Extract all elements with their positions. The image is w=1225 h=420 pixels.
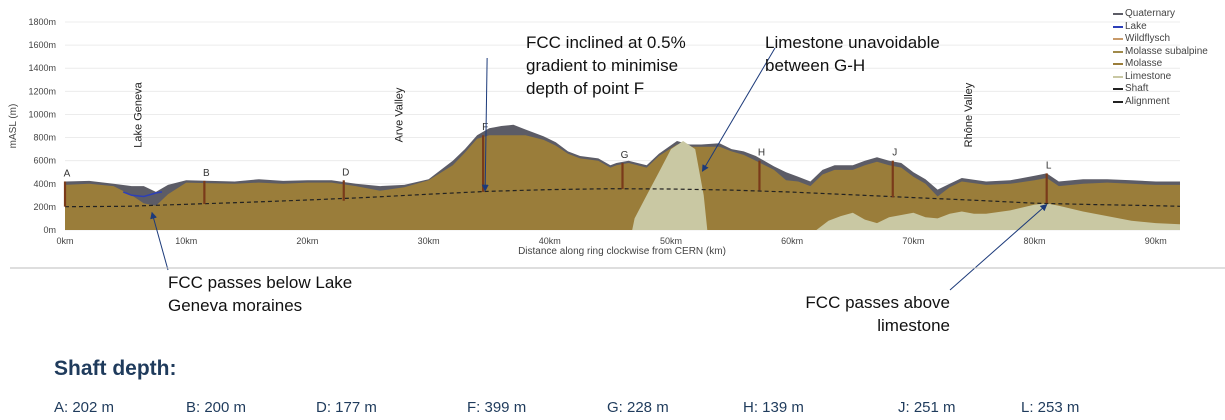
y-axis-label: mASL (m) <box>8 104 19 149</box>
x-tick-label: 70km <box>902 236 924 246</box>
y-tick-label: 200m <box>33 202 56 212</box>
shaft-depth-d: D: 177 m <box>316 399 377 416</box>
legend-item: Alignment <box>1113 96 1208 109</box>
legend-item: Molasse <box>1113 58 1208 71</box>
shaft-label-j: J <box>892 148 897 159</box>
annotation-fcc-inclined: FCC inclined at 0.5% gradient to minimis… <box>526 33 686 98</box>
legend-label: Wildflysch <box>1125 33 1171 44</box>
legend-swatch <box>1113 50 1123 53</box>
limestone-g-h <box>632 141 708 230</box>
legend-item: Wildflysch <box>1113 33 1208 46</box>
limestone-east <box>816 203 1180 230</box>
y-tick-label: 800m <box>33 133 56 143</box>
shaft-label-a: A <box>64 168 71 179</box>
legend-swatch <box>1113 100 1123 103</box>
x-tick-label: 50km <box>660 236 682 246</box>
legend-label: Molasse subalpine <box>1125 45 1208 57</box>
legend-swatch <box>1113 13 1123 15</box>
x-tick-label: 90km <box>1145 236 1167 246</box>
x-axis-label: Distance along ring clockwise from CERN … <box>518 246 726 257</box>
lake-surface <box>122 191 163 198</box>
legend-swatch <box>1113 38 1123 40</box>
legend-label: Molasse <box>1125 58 1163 69</box>
y-tick-label: 600m <box>33 156 56 166</box>
shaft-depth-j: J: 251 m <box>898 399 956 416</box>
legend-label: Quaternary <box>1125 8 1176 19</box>
legend-item: Limestone <box>1113 71 1208 84</box>
alignment-layer <box>64 188 1181 208</box>
x-tick-label: 60km <box>781 236 803 246</box>
valley-label: Arve Valley <box>393 87 405 142</box>
legend-label: Alignment <box>1125 95 1170 107</box>
legend-swatch <box>1113 75 1123 78</box>
annotation-above-limestone: FCC passes above limestone <box>805 293 950 335</box>
shaft-depth-f: F: 399 m <box>467 399 527 416</box>
annotation-arrow <box>481 57 489 192</box>
legend-label: Limestone <box>1125 70 1172 82</box>
y-tick-label: 1400m <box>28 63 56 73</box>
x-tick-label: 10km <box>175 236 197 246</box>
y-tick-label: 400m <box>33 179 56 189</box>
shaft-label-h: H <box>758 148 765 159</box>
shafts-layer: A B D F G H J L <box>64 122 1052 207</box>
legend-item: Molasse subalpine <box>1113 46 1208 59</box>
annotation-below-lake: FCC passes below Lake Geneva moraines <box>168 273 353 315</box>
shaft-depth-g: G: 228 m <box>607 399 669 416</box>
y-tick-label: 1000m <box>28 109 56 119</box>
annotation-arrows <box>150 47 1048 291</box>
legend-label: Shaft <box>1125 83 1149 94</box>
legend-item: Quaternary <box>1113 8 1208 21</box>
valley-label: Lake Geneva <box>133 81 145 147</box>
annotation-arrow <box>701 47 776 172</box>
y-tick-label: 1800m <box>28 17 56 27</box>
x-tick-label: 30km <box>418 236 440 246</box>
annotation-arrow <box>949 203 1048 291</box>
shaft-label-l: L <box>1046 160 1052 171</box>
legend-label: Lake <box>1125 20 1147 32</box>
valley-label: Rhône Valley <box>963 82 975 147</box>
legend-swatch <box>1113 25 1123 28</box>
legend-item: Shaft <box>1113 83 1208 96</box>
shaft-label-f: F <box>482 122 488 133</box>
y-tick-label: 1200m <box>28 86 56 96</box>
shaft-depth-l: L: 253 m <box>1021 399 1080 416</box>
shaft-depth-title: Shaft depth: <box>54 357 177 380</box>
axes-layer: 0m 200m 400m 600m 800m 1000m 1200m 1400m 1600m 18… <box>8 17 1167 257</box>
annotation-limestone-unavoidable: Limestone unavoidable between G-H <box>765 33 940 75</box>
x-tick-label: 80km <box>1024 236 1046 246</box>
shaft-depth-a: A: 202 m <box>54 399 115 416</box>
x-tick-label: 40km <box>539 236 561 246</box>
shaft-label-d: D <box>342 167 349 178</box>
shaft-depth-b: B: 200 m <box>186 399 247 416</box>
shaft-depth-h: H: 139 m <box>743 399 804 416</box>
x-tick-label: 0km <box>56 236 73 246</box>
x-tick-label: 20km <box>296 236 318 246</box>
legend-swatch <box>1113 88 1123 90</box>
legend-swatch <box>1113 63 1123 65</box>
shaft-label-g: G <box>621 150 629 161</box>
alignment-line <box>64 188 1181 208</box>
legend-item: Lake <box>1113 21 1208 34</box>
shaft-label-b: B <box>203 168 210 179</box>
y-tick-label: 0m <box>43 225 56 235</box>
annotation-arrow <box>150 211 169 271</box>
y-tick-label: 1600m <box>28 40 56 50</box>
